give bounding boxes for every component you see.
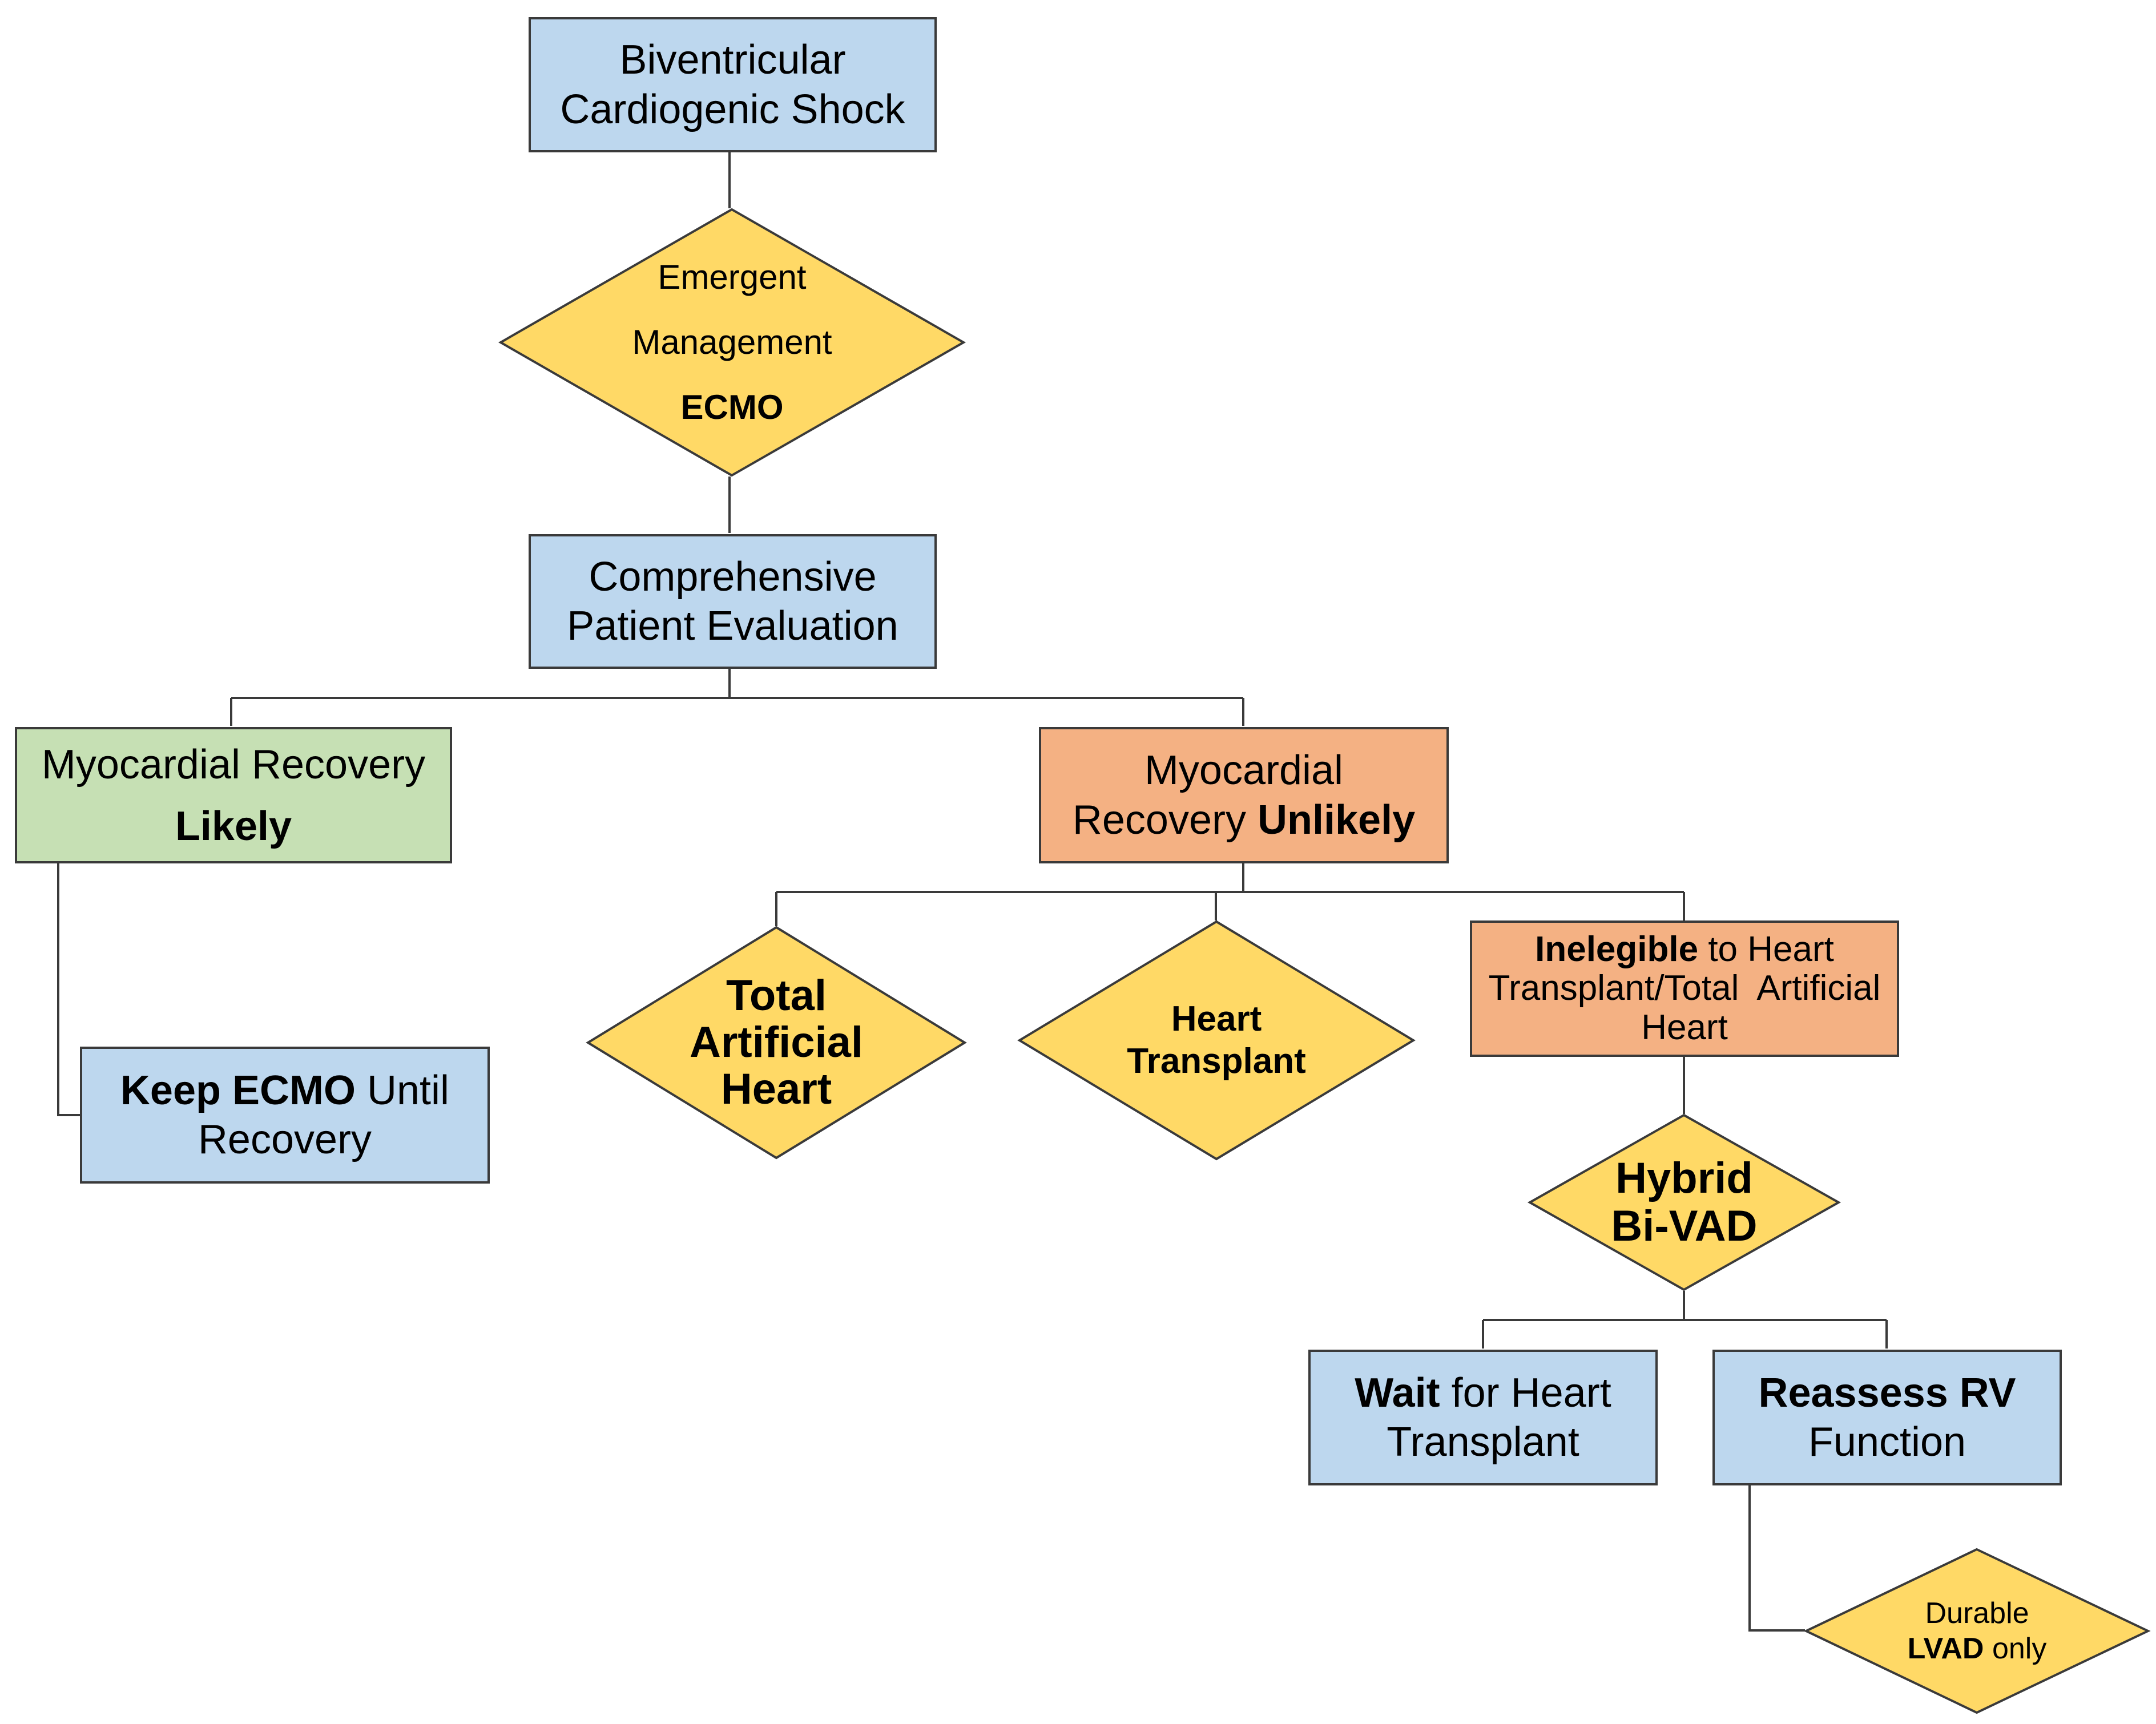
- node-durable-line1: Durable: [1925, 1596, 2029, 1630]
- node-ineligible-bold: Inelegible: [1535, 930, 1699, 970]
- node-likely-line2: Likely: [175, 803, 292, 849]
- node-recovery-likely: Myocardial Recovery Likely: [15, 727, 452, 863]
- node-transplant-line1: Heart: [1171, 999, 1262, 1039]
- node-tah-line2: Artificial: [689, 1018, 864, 1067]
- node-keep-bold1: Keep: [120, 1067, 221, 1113]
- node-transplant-line2: Transplant: [1127, 1041, 1306, 1081]
- node-cardiogenic-shock-line1: Biventricular: [619, 37, 846, 83]
- node-reassess-bold1: Reassess: [1758, 1370, 1948, 1416]
- node-unlikely-line2-bold: Unlikely: [1258, 797, 1416, 843]
- diamond-shape: [586, 926, 967, 1160]
- node-durable-lvad: Durable LVAD only: [1803, 1548, 2151, 1714]
- node-patient-evaluation: Comprehensive Patient Evaluation: [529, 534, 937, 669]
- node-ineligible-plain: to Heart: [1708, 930, 1834, 970]
- diamond-shape: [498, 208, 966, 477]
- node-emergent-line3: ECMO: [680, 388, 784, 426]
- node-keep-plain: Until: [367, 1067, 450, 1113]
- node-ineligible-line2: Transplant/Total Artificial: [1488, 968, 1881, 1008]
- node-cardiogenic-shock-line2: Cardiogenic Shock: [560, 86, 905, 132]
- node-durable-plain: only: [1992, 1632, 2047, 1665]
- node-wait-transplant: Wait for Heart Transplant: [1308, 1350, 1658, 1485]
- node-wait-plain: for Heart: [1451, 1370, 1611, 1416]
- node-likely-line1: Myocardial Recovery: [41, 741, 426, 788]
- node-cardiogenic-shock: Biventricular Cardiogenic Shock: [529, 17, 937, 152]
- node-unlikely-line1: Myocardial: [1144, 748, 1344, 794]
- node-reassess-line2: Function: [1808, 1419, 1966, 1465]
- node-ineligible-line3: Heart: [1641, 1007, 1728, 1047]
- node-durable-bold: LVAD: [1907, 1632, 1984, 1665]
- diamond-shape: [1017, 920, 1416, 1161]
- node-evaluation-line2: Patient Evaluation: [567, 603, 898, 649]
- node-keep-line2: Recovery: [198, 1117, 372, 1162]
- node-emergent-line1: Emergent: [658, 258, 807, 296]
- node-reassess-rv: Reassess RV Function: [1712, 1350, 2062, 1485]
- node-hybrid-line2: Bi-VAD: [1611, 1202, 1758, 1250]
- node-hybrid-bivad: Hybrid Bi-VAD: [1527, 1113, 1841, 1291]
- node-ineligible: Inelegible to Heart Transplant/Total Art…: [1470, 920, 1899, 1057]
- node-total-artificial-heart: Total Artificial Heart: [586, 926, 967, 1160]
- diamond-shape: [1527, 1113, 1841, 1291]
- node-keep-bold2: ECMO: [232, 1067, 356, 1113]
- node-tah-line3: Heart: [720, 1065, 832, 1114]
- node-recovery-unlikely: Myocardial Recovery Unlikely: [1039, 727, 1449, 863]
- node-keep-ecmo: Keep ECMO Until Recovery: [80, 1047, 490, 1184]
- connector-reassess-durable: [1748, 1485, 1805, 1632]
- node-emergent-management: Emergent Management ECMO: [498, 208, 966, 477]
- diamond-shape: [1803, 1548, 2151, 1714]
- node-reassess-bold2: RV: [1959, 1370, 2016, 1416]
- connector-likely-keep: [57, 863, 80, 1116]
- node-wait-line2: Transplant: [1387, 1419, 1579, 1465]
- node-emergent-line2: Management: [632, 323, 832, 361]
- node-heart-transplant: Heart Transplant: [1017, 920, 1416, 1161]
- node-wait-bold: Wait: [1355, 1370, 1440, 1416]
- node-tah-line1: Total: [726, 971, 827, 1020]
- node-evaluation-line1: Comprehensive: [589, 554, 877, 600]
- node-hybrid-line1: Hybrid: [1615, 1154, 1753, 1203]
- node-unlikely-line2-plain: Recovery: [1072, 797, 1246, 843]
